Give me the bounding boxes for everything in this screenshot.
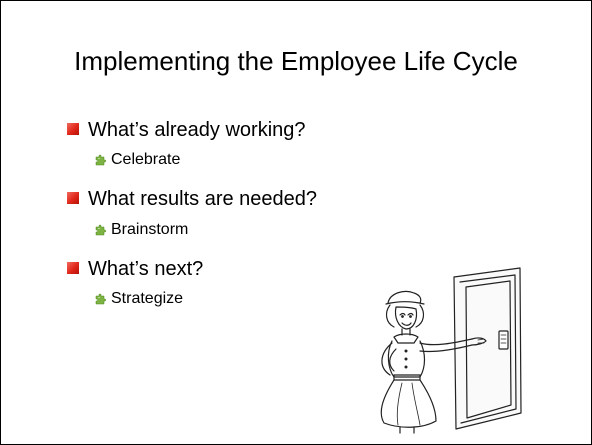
woman-at-door-clipart: [380, 267, 522, 434]
bullet-text: What’s next?: [88, 258, 204, 280]
sub-bullet-text: Strategize: [111, 290, 184, 307]
green-puzzle-bullet-icon: [95, 154, 106, 166]
slide-title: Implementing the Employee Life Cycle: [74, 46, 518, 76]
green-puzzle-bullet-icon: [95, 224, 106, 236]
sub-bullet-text: Brainstorm: [111, 221, 189, 238]
green-puzzle-bullet-icon: [95, 293, 106, 305]
sub-bullet-text: Celebrate: [111, 151, 181, 168]
red-square-bullet-icon: [67, 192, 79, 204]
bullet-text: What’s already working?: [88, 119, 306, 141]
bullet-text: What results are needed?: [88, 188, 318, 210]
red-square-bullet-icon: [67, 262, 79, 274]
red-square-bullet-icon: [67, 123, 79, 135]
